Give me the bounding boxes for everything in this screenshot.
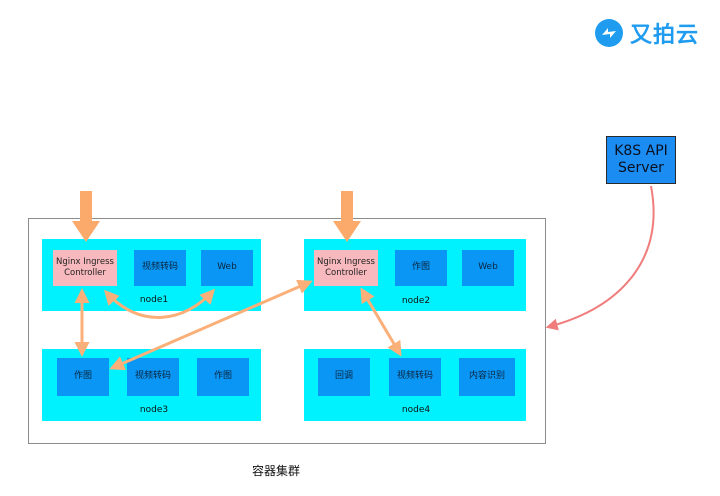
- arrow-ingress2-transcode4: [360, 287, 402, 357]
- service-image-node2: 作图: [395, 250, 447, 286]
- k8s-api-line1: K8S API: [614, 143, 668, 159]
- k8s-api-line2: Server: [618, 160, 664, 176]
- arrow-ingress1-web1: [103, 288, 216, 319]
- arrow-ingress2-image3: [109, 279, 313, 371]
- incoming-traffic-arrow-node2: [333, 191, 361, 242]
- cluster-title: 容器集群: [251, 464, 300, 478]
- service-content-recognition-node4: 内容识别: [459, 358, 515, 396]
- node4-label: node4: [401, 405, 431, 415]
- incoming-traffic-arrow-node1: [72, 191, 100, 242]
- service-video-transcode-node4: 视频转码: [389, 358, 441, 396]
- brand-name: 又拍云: [630, 23, 700, 48]
- brand-logo: 又拍云: [594, 16, 704, 50]
- nginx-ingress-controller-node2: Nginx Ingress Controller: [314, 250, 378, 286]
- nginx-ingress-controller-node1: Nginx Ingress Controller: [53, 250, 117, 286]
- node2-label: node2: [401, 296, 431, 306]
- node3-label: node3: [139, 405, 169, 415]
- brand-logo-icon: [594, 18, 624, 48]
- arrow-k8s-api-to-cluster: [545, 185, 655, 331]
- service-callback-node4: 回调: [318, 358, 370, 396]
- service-image-node3-a: 作图: [57, 358, 109, 396]
- k8s-api-server: K8S API Server: [606, 136, 676, 184]
- service-web-node2: Web: [462, 250, 514, 286]
